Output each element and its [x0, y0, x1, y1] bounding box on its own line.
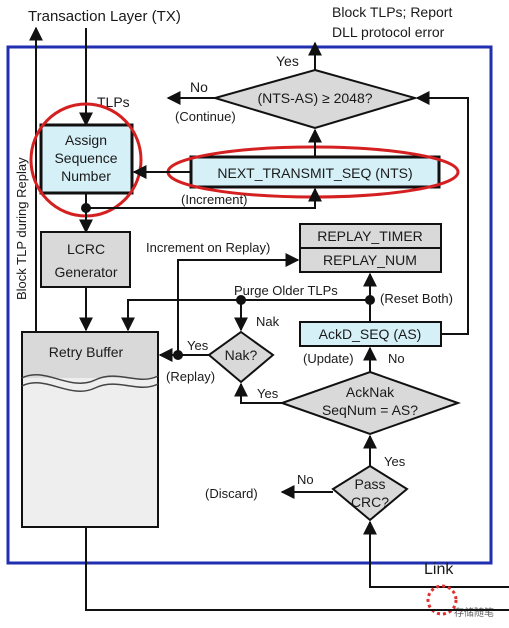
assign-seq-box [39, 123, 134, 195]
update-label: (Update) [303, 351, 354, 366]
nts-cond-label: (NTS-AS) ≥ 2048? [257, 90, 372, 106]
assign-line1: Assign [65, 132, 107, 148]
retry-buffer-label: Retry Buffer [49, 344, 124, 360]
lcrc-line1: LCRC [67, 241, 105, 257]
increment-label: (Increment) [181, 192, 247, 207]
replay-num-box [299, 247, 442, 273]
yes-nak-label: Yes [187, 338, 209, 353]
block-note-line2: DLL protocol error [332, 24, 445, 40]
nak-q-label: Nak? [225, 347, 258, 363]
replay-junction-dot [173, 350, 183, 360]
purge-label: Purge Older TLPs [234, 283, 338, 298]
no-crc-label: No [297, 472, 314, 487]
pass-crc-decision [331, 464, 409, 522]
pass-line1: Pass [354, 476, 385, 492]
ackd-seq-box [299, 321, 442, 347]
lcrc-line2: Generator [54, 264, 117, 280]
retry-buffer-lower [23, 378, 157, 526]
acknak-line2: SeqNum = AS? [322, 402, 418, 418]
pass-line2: CRC? [351, 494, 389, 510]
retry-buffer-wave-2 [21, 382, 159, 392]
replay-increment-path [177, 253, 300, 355]
watermark: 存储随笔 [454, 606, 494, 619]
link-dot-marker [426, 584, 458, 616]
yes-crc-label: Yes [384, 454, 406, 469]
dll-boundary [6, 45, 493, 565]
discard-label: (Discard) [205, 486, 258, 501]
assign-line2: Sequence [54, 150, 117, 166]
link-label: Link [424, 561, 454, 578]
increment-path [86, 187, 322, 209]
yes-top-label: Yes [276, 53, 299, 69]
retry-buffer-wave-1 [21, 374, 159, 384]
replay-label: (Replay) [166, 369, 215, 384]
yes-acknak-label: Yes [257, 386, 279, 401]
retry-outbound-path [85, 527, 509, 611]
replay-num-label: REPLAY_NUM [323, 252, 417, 268]
ackd-to-decision-path [415, 91, 469, 335]
acknak-decision [278, 370, 462, 436]
block-note-line1: Block TLPs; Report [332, 4, 452, 20]
purge-path [121, 299, 370, 332]
block-tlp-replay-label: Block TLP during Replay [14, 157, 29, 300]
nak-decision [207, 330, 275, 384]
nts-label: NEXT_TRANSMIT_SEQ (NTS) [217, 165, 412, 181]
no-update-label: No [388, 351, 405, 366]
link-inbound-path [363, 520, 509, 588]
assign-line3: Number [61, 168, 111, 184]
transaction-layer-label: Transaction Layer (TX) [28, 8, 181, 25]
acknak-yes-path [234, 382, 282, 404]
acknak-line1: AckNak [346, 384, 395, 400]
nts-as-decision [211, 68, 419, 130]
replay-timer-label: REPLAY_TIMER [317, 228, 423, 244]
replay-timer-box [299, 223, 442, 249]
reset-both-label: (Reset Both) [380, 291, 453, 306]
increment-on-replay-label: Increment on Replay) [146, 240, 270, 255]
nak-label: Nak [256, 314, 280, 329]
ackd-seq-label: AckD_SEQ (AS) [319, 326, 422, 342]
continue-label: (Continue) [175, 109, 236, 124]
no-top-label: No [190, 79, 208, 95]
